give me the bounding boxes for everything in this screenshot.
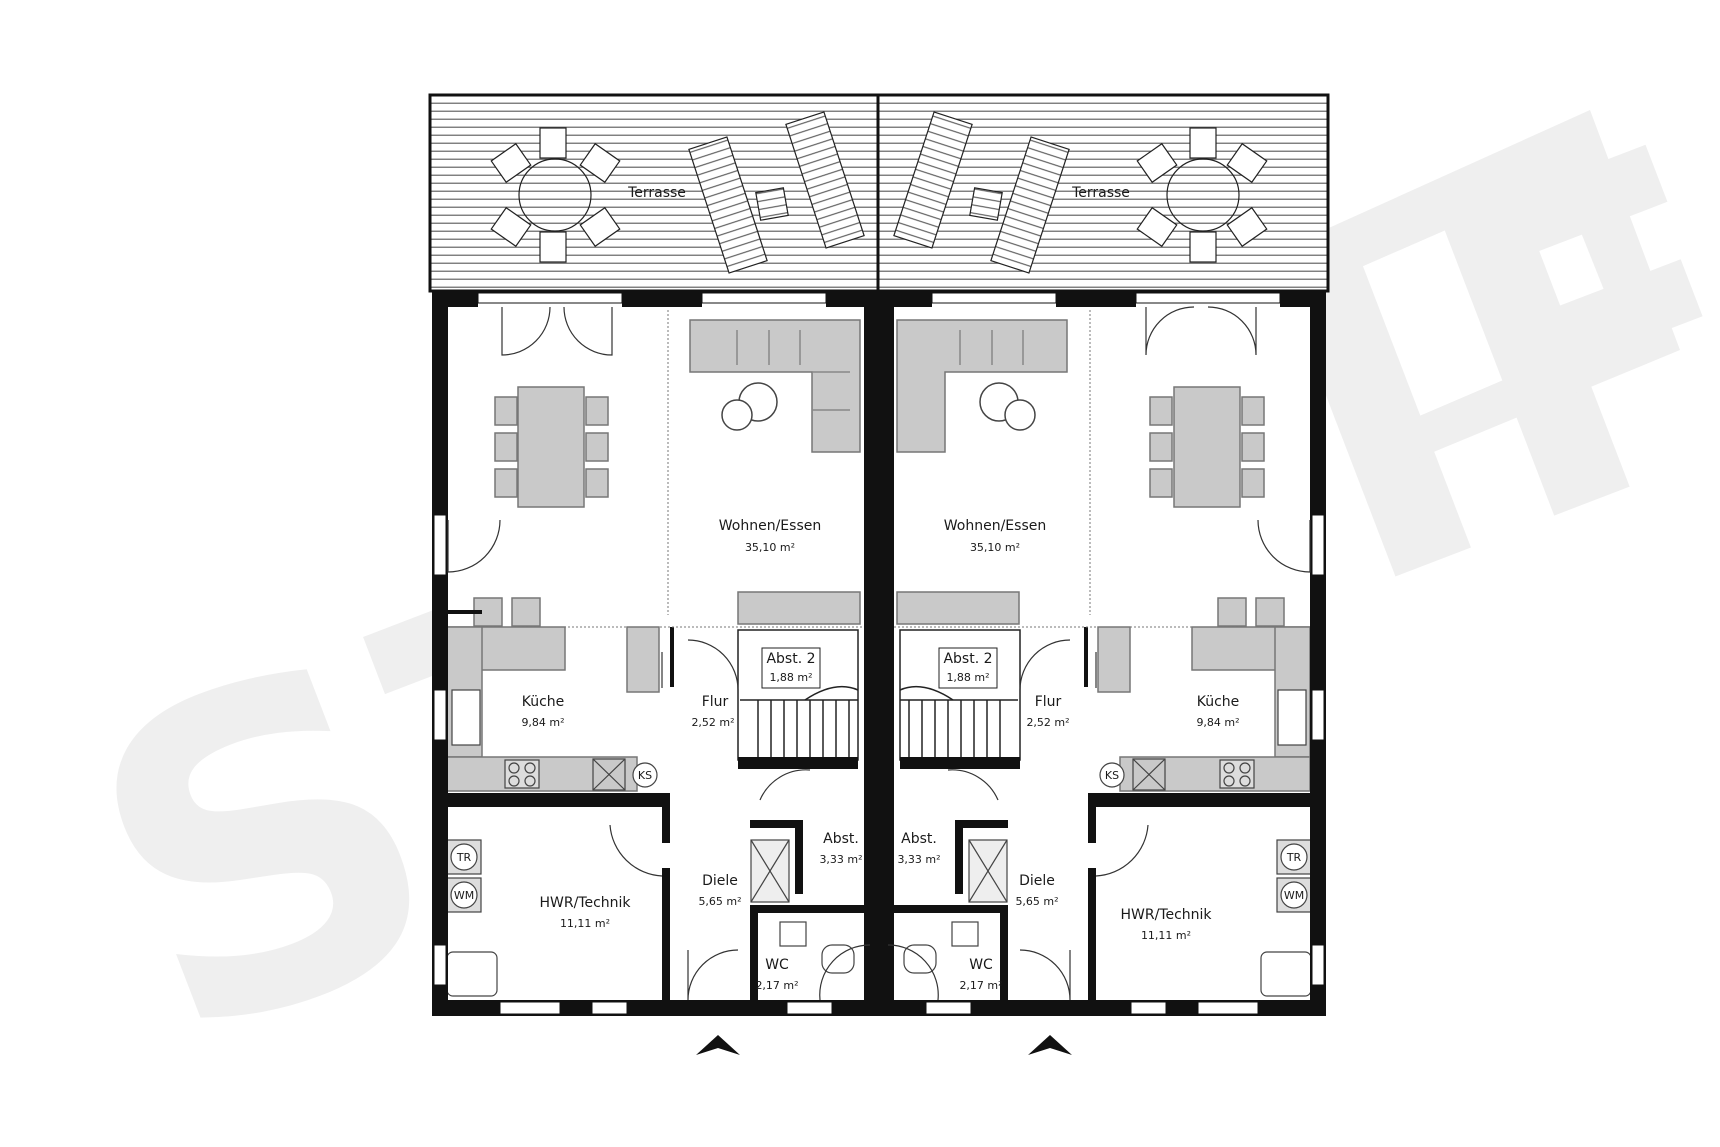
label-ks: KS (1105, 769, 1119, 782)
round-table (518, 158, 592, 232)
area-wohnen: 35,10 m² (970, 541, 1020, 554)
sun-lounger (893, 111, 973, 249)
label-flur: Flur (702, 694, 729, 710)
sink (451, 689, 481, 746)
terrace-furniture (490, 111, 865, 274)
label-abst2: Abst. 2 (943, 651, 992, 667)
area-flur: 2,52 m² (1026, 716, 1069, 729)
label-abst: Abst. (823, 831, 859, 847)
wc-sink (951, 921, 979, 947)
label-diele: Diele (1019, 873, 1055, 889)
dishwasher (592, 758, 626, 791)
dishwasher (1132, 758, 1166, 791)
entrance-arrow (1028, 1035, 1072, 1055)
area-abst2: 1,88 m² (769, 671, 812, 684)
label-terrace: Terrasse (1071, 185, 1130, 201)
house-left: Terrasse Wohnen/Essen 35,10 m² Küche 9,8… (432, 111, 880, 1055)
label-diele: Diele (702, 873, 738, 889)
doors (887, 306, 1311, 1001)
furniture (896, 319, 1311, 792)
area-kueche: 9,84 m² (521, 716, 564, 729)
area-wohnen: 35,10 m² (745, 541, 795, 554)
label-ks: KS (638, 769, 652, 782)
sun-lounger (688, 136, 768, 274)
area-abst: 3,33 m² (897, 853, 940, 866)
toilet (821, 944, 855, 974)
boiler (446, 951, 498, 997)
furniture (446, 319, 861, 792)
label-wm: WM (1284, 889, 1304, 902)
boiler (1260, 951, 1312, 997)
label-abst: Abst. (901, 831, 937, 847)
fridge-circle (1099, 762, 1125, 788)
house-right: Terrasse Wohnen/Essen 35,10 m² Küche 9,8… (878, 111, 1326, 1055)
area-hwr: 11,11 m² (1141, 929, 1191, 942)
label-hwr: HWR/Technik (539, 895, 631, 911)
watermark-house-logo (1280, 110, 1680, 470)
sideboard (737, 591, 861, 625)
sink (1277, 689, 1307, 746)
area-hwr: 11,11 m² (560, 917, 610, 930)
round-table (1166, 158, 1240, 232)
label-flur: Flur (1035, 694, 1062, 710)
label-wohnen: Wohnen/Essen (944, 518, 1046, 534)
label-abst2: Abst. 2 (766, 651, 815, 667)
labels: Terrasse Wohnen/Essen 35,10 m² Küche 9,8… (897, 185, 1304, 992)
dining-table (517, 386, 585, 508)
dining-table (1173, 386, 1241, 508)
windows (433, 292, 833, 1015)
label-wohnen: Wohnen/Essen (719, 518, 821, 534)
wc-sink (779, 921, 807, 947)
label-wc: WC (969, 957, 993, 973)
toilet (903, 944, 937, 974)
label-hwr: HWR/Technik (1120, 907, 1212, 923)
terrace-furniture (893, 111, 1268, 274)
area-wc: 2,17 m² (959, 979, 1002, 992)
label-tr: TR (1286, 851, 1302, 864)
sofa (896, 319, 1068, 453)
label-wc: WC (765, 957, 789, 973)
label-kueche: Küche (522, 694, 565, 710)
entrance-arrow (696, 1035, 740, 1055)
area-diele: 5,65 m² (698, 895, 741, 908)
label-terrace: Terrasse (627, 185, 686, 201)
area-flur: 2,52 m² (691, 716, 734, 729)
area-abst2: 1,88 m² (946, 671, 989, 684)
label-kueche: Küche (1197, 694, 1240, 710)
sideboard (896, 591, 1020, 625)
labels: Terrasse Wohnen/Essen 35,10 m² Küche 9,8… (454, 185, 863, 992)
label-wm: WM (454, 889, 474, 902)
fridge-circle (632, 762, 658, 788)
label-tr: TR (456, 851, 472, 864)
area-diele: 5,65 m² (1015, 895, 1058, 908)
sofa (689, 319, 861, 453)
area-kueche: 9,84 m² (1196, 716, 1239, 729)
area-wc: 2,17 m² (755, 979, 798, 992)
windows (925, 292, 1325, 1015)
area-abst: 3,33 m² (819, 853, 862, 866)
doors (447, 306, 871, 1001)
